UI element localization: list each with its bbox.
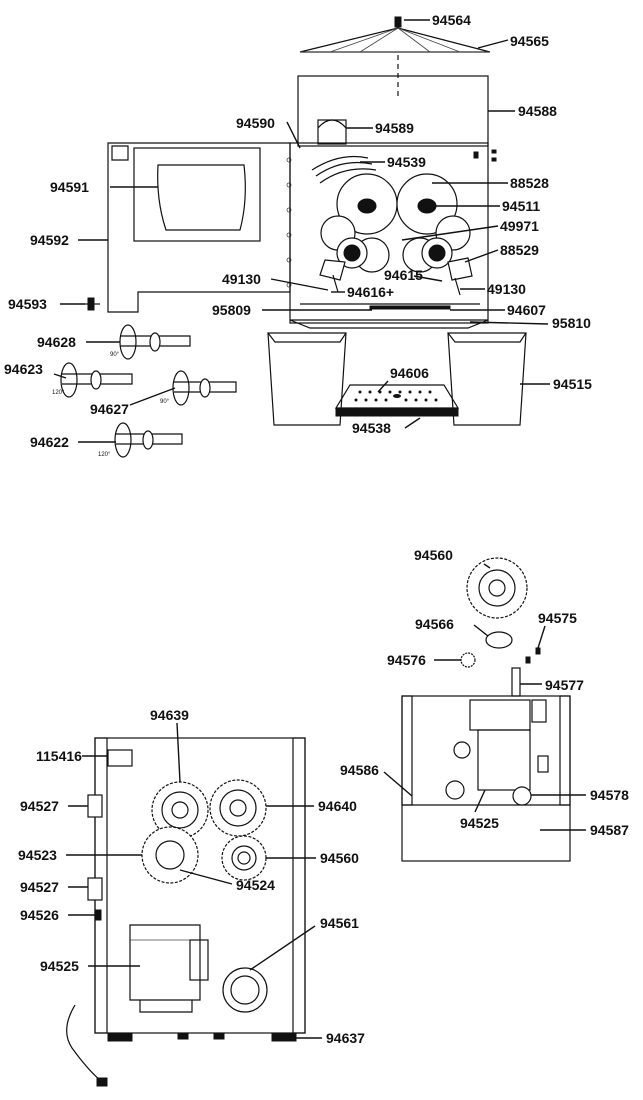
label-94615: 94615 — [384, 267, 423, 283]
label-94640: 94640 — [318, 798, 357, 814]
drip-tray — [334, 384, 460, 417]
leader-lines — [53, 19, 586, 1039]
label-88529: 88529 — [500, 242, 539, 258]
label-94637: 94637 — [326, 1030, 365, 1046]
label-94511: 94511 — [502, 198, 540, 214]
label-94524: 94524 — [236, 877, 275, 893]
label-94589: 94589 — [375, 120, 414, 136]
waste-bins — [267, 332, 527, 426]
pinion-94576 — [460, 652, 476, 668]
label-94623: 94623 — [4, 361, 43, 377]
label-94628: 94628 — [37, 334, 76, 350]
label-94627: 94627 — [90, 401, 129, 417]
label-94575: 94575 — [538, 610, 577, 626]
angle-label: 90° — [110, 352, 120, 358]
label-94578: 94578 — [590, 787, 629, 803]
label-94592: 94592 — [30, 232, 69, 248]
rear-frame — [401, 695, 571, 862]
label-94616: 94616+ — [347, 284, 394, 300]
angle-label: 90° — [160, 399, 170, 405]
machine-front-assembly — [107, 16, 497, 329]
label-49130-right: 49130 — [487, 281, 526, 297]
peeler-blades — [311, 155, 377, 184]
label-94525-drive: 94525 — [40, 958, 79, 974]
label-94515: 94515 — [553, 376, 592, 392]
motor-94525 — [129, 924, 201, 1001]
part-labels: 94564 94565 94588 94590 94589 94539 8852… — [4, 12, 629, 1046]
drive-assembly — [66, 737, 306, 1087]
label-94526: 94526 — [20, 907, 59, 923]
motor-94525-rear — [477, 729, 531, 791]
label-49971: 49971 — [500, 218, 539, 234]
label-94561: 94561 — [320, 915, 359, 931]
label-94622: 94622 — [30, 434, 69, 450]
shaft-94577 — [511, 667, 521, 697]
label-94577: 94577 — [545, 677, 584, 693]
label-94588: 94588 — [518, 103, 557, 119]
machine-body — [289, 142, 489, 324]
label-94525-rear: 94525 — [460, 815, 499, 831]
label-94539: 94539 — [387, 154, 426, 170]
switch-upper — [87, 794, 103, 818]
label-94560-mid: 94560 — [320, 850, 359, 866]
label-88528: 88528 — [510, 175, 549, 191]
angle-label: 120° — [52, 390, 65, 396]
label-94576: 94576 — [387, 652, 426, 668]
label-94586: 94586 — [340, 762, 379, 778]
spindle-94627: 90° — [160, 370, 237, 406]
side-panel — [107, 142, 292, 313]
label-94560-top: 94560 — [414, 547, 453, 563]
label-94590: 94590 — [236, 115, 275, 131]
angle-label: 120° — [98, 452, 111, 458]
label-94593: 94593 — [8, 296, 47, 312]
switch-lower — [87, 877, 103, 901]
spindle-94622: 120° — [98, 422, 183, 458]
label-95810: 95810 — [552, 315, 591, 331]
knob-94593 — [85, 297, 100, 311]
label-95809: 95809 — [212, 302, 251, 318]
label-94591: 94591 — [50, 179, 89, 195]
label-94639: 94639 — [150, 707, 189, 723]
oring-94566 — [485, 631, 513, 649]
spindle-94628: 90° — [110, 324, 191, 360]
label-94538: 94538 — [352, 420, 391, 436]
label-94564: 94564 — [432, 12, 471, 28]
lid-knob — [394, 16, 402, 28]
label-94566: 94566 — [415, 616, 454, 632]
label-115416: 115416 — [36, 748, 82, 764]
label-94587: 94587 — [590, 822, 629, 838]
label-94527-upper: 94527 — [20, 798, 59, 814]
spindle-set: 90° 120° 90° 120° — [52, 297, 237, 458]
label-94527-lower: 94527 — [20, 879, 59, 895]
label-94606: 94606 — [390, 365, 429, 381]
spindle-94623: 120° — [52, 362, 133, 398]
label-49130-left: 49130 — [222, 271, 261, 287]
label-94607: 94607 — [507, 302, 546, 318]
power-cord — [66, 1004, 101, 1081]
lid-cover — [299, 16, 491, 100]
label-94565: 94565 — [510, 33, 549, 49]
label-94523: 94523 — [18, 847, 57, 863]
fuse-holder — [107, 749, 133, 767]
rear-assembly — [401, 557, 571, 862]
